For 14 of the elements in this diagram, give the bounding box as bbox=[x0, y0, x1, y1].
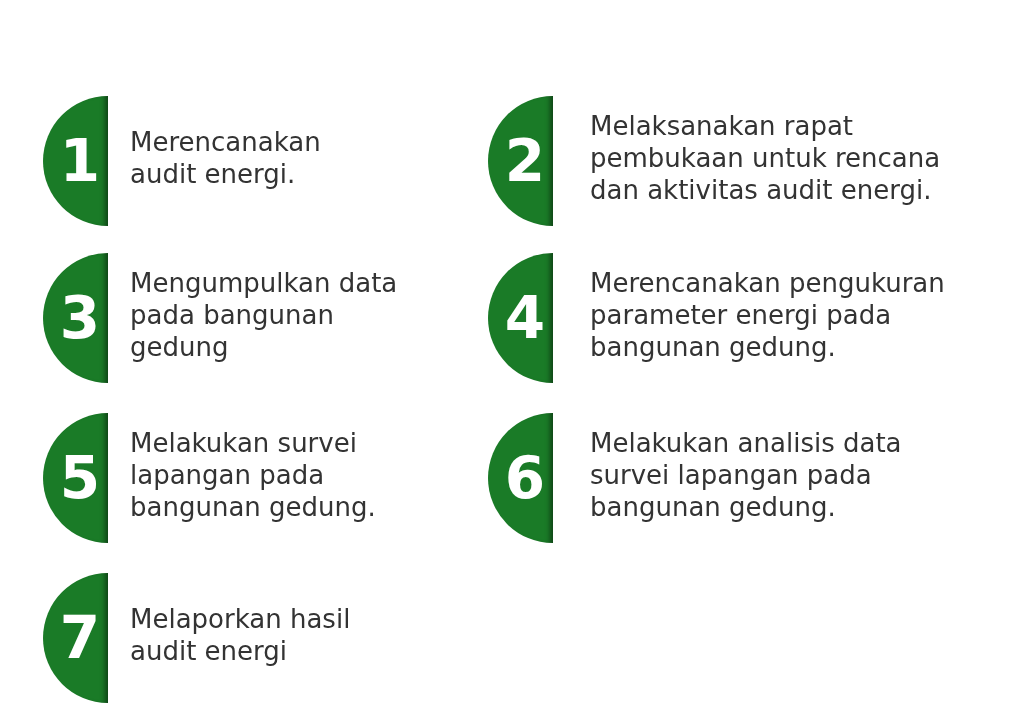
step-number: 1 bbox=[58, 132, 102, 190]
step-description: Mengumpulkan data pada bangunan gedung bbox=[130, 267, 399, 363]
step-number: 2 bbox=[503, 132, 547, 190]
step-number: 7 bbox=[58, 609, 102, 667]
step-number: 6 bbox=[503, 449, 547, 507]
step-number: 3 bbox=[58, 289, 102, 347]
step-description: Melaporkan hasil audit energi bbox=[130, 603, 352, 667]
step-number: 4 bbox=[503, 289, 547, 347]
step-description: Merencanakan audit energi. bbox=[130, 126, 322, 190]
step-description: Merencanakan pengukuran parameter energi pada bangunan gedung. bbox=[590, 267, 946, 363]
step-number: 5 bbox=[58, 449, 102, 507]
step-description: Melakukan analisis data survei lapangan pada bangunan gedung. bbox=[590, 427, 903, 523]
step-description: Melakukan survei lapangan pada bangunan gedung. bbox=[130, 427, 377, 523]
step-description: Melaksanakan rapat pembukaan untuk rencana dan aktivitas audit energi. bbox=[590, 110, 942, 206]
